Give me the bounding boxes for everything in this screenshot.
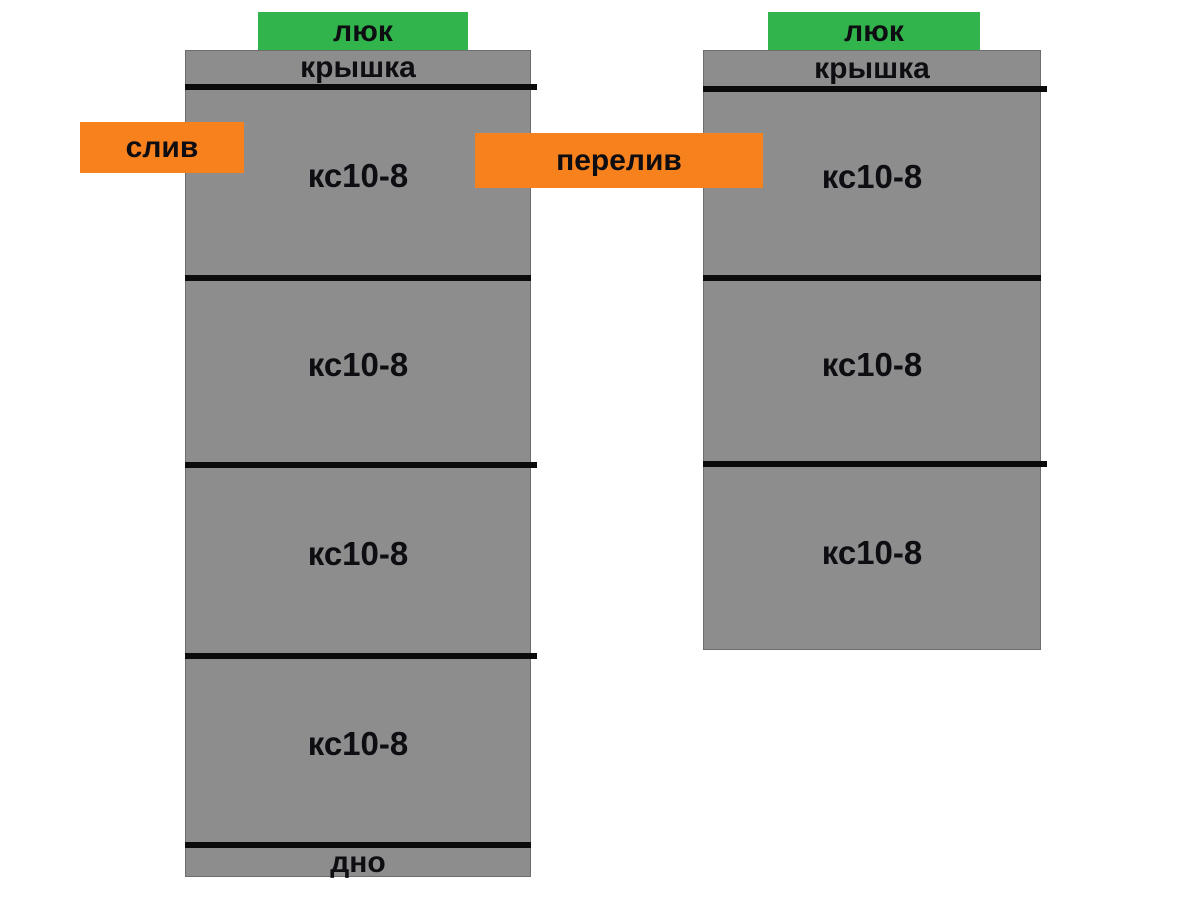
left-joint-line-3 [185,653,537,659]
drain-pipe-label: слив [125,130,199,164]
right-cover-joint-line [703,86,1047,92]
overflow-pipe-box: перелив [475,133,763,188]
left-ring-3: кс10-8 [186,468,530,653]
right-ring-2-label: кс10-8 [821,345,923,383]
overflow-pipe-label: перелив [556,143,682,177]
left-ring-1: кс10-8 [186,90,530,275]
right-ring-1: кс10-8 [704,92,1040,275]
right-ring-1-label: кс10-8 [821,158,923,195]
right-hatch-box: люк [768,12,980,52]
left-joint-line-1 [185,275,531,281]
left-hatch-label: люк [333,15,393,48]
left-joint-line-2 [185,462,537,468]
left-well-column: крышка кс10-8 кс10-8 кс10-8 кс10-8 дно [185,50,537,879]
left-bottom-label: дно [330,846,386,879]
left-ring-4: кс10-8 [186,659,530,842]
left-ring-2: кс10-8 [186,281,530,462]
left-ring-3-label: кс10-8 [307,535,409,572]
left-bottom-joint-line [185,842,531,848]
left-cover-label: крышка [300,50,416,84]
right-joint-line-1 [703,275,1041,281]
right-joint-line-2 [703,461,1047,467]
left-cover-joint-line [185,84,537,90]
drain-pipe-box: слив [80,122,244,173]
left-ring-2-label: кс10-8 [307,346,409,383]
right-ring-2: кс10-8 [704,281,1040,461]
left-hatch-box: люк [258,12,468,52]
left-ring-4-label: кс10-8 [307,725,409,762]
right-cover-label: крышка [814,51,930,85]
right-ring-3-label: кс10-8 [821,533,923,571]
right-hatch-label: люк [844,15,904,48]
right-ring-3: кс10-8 [704,467,1040,651]
left-ring-1-label: кс10-8 [307,157,409,194]
